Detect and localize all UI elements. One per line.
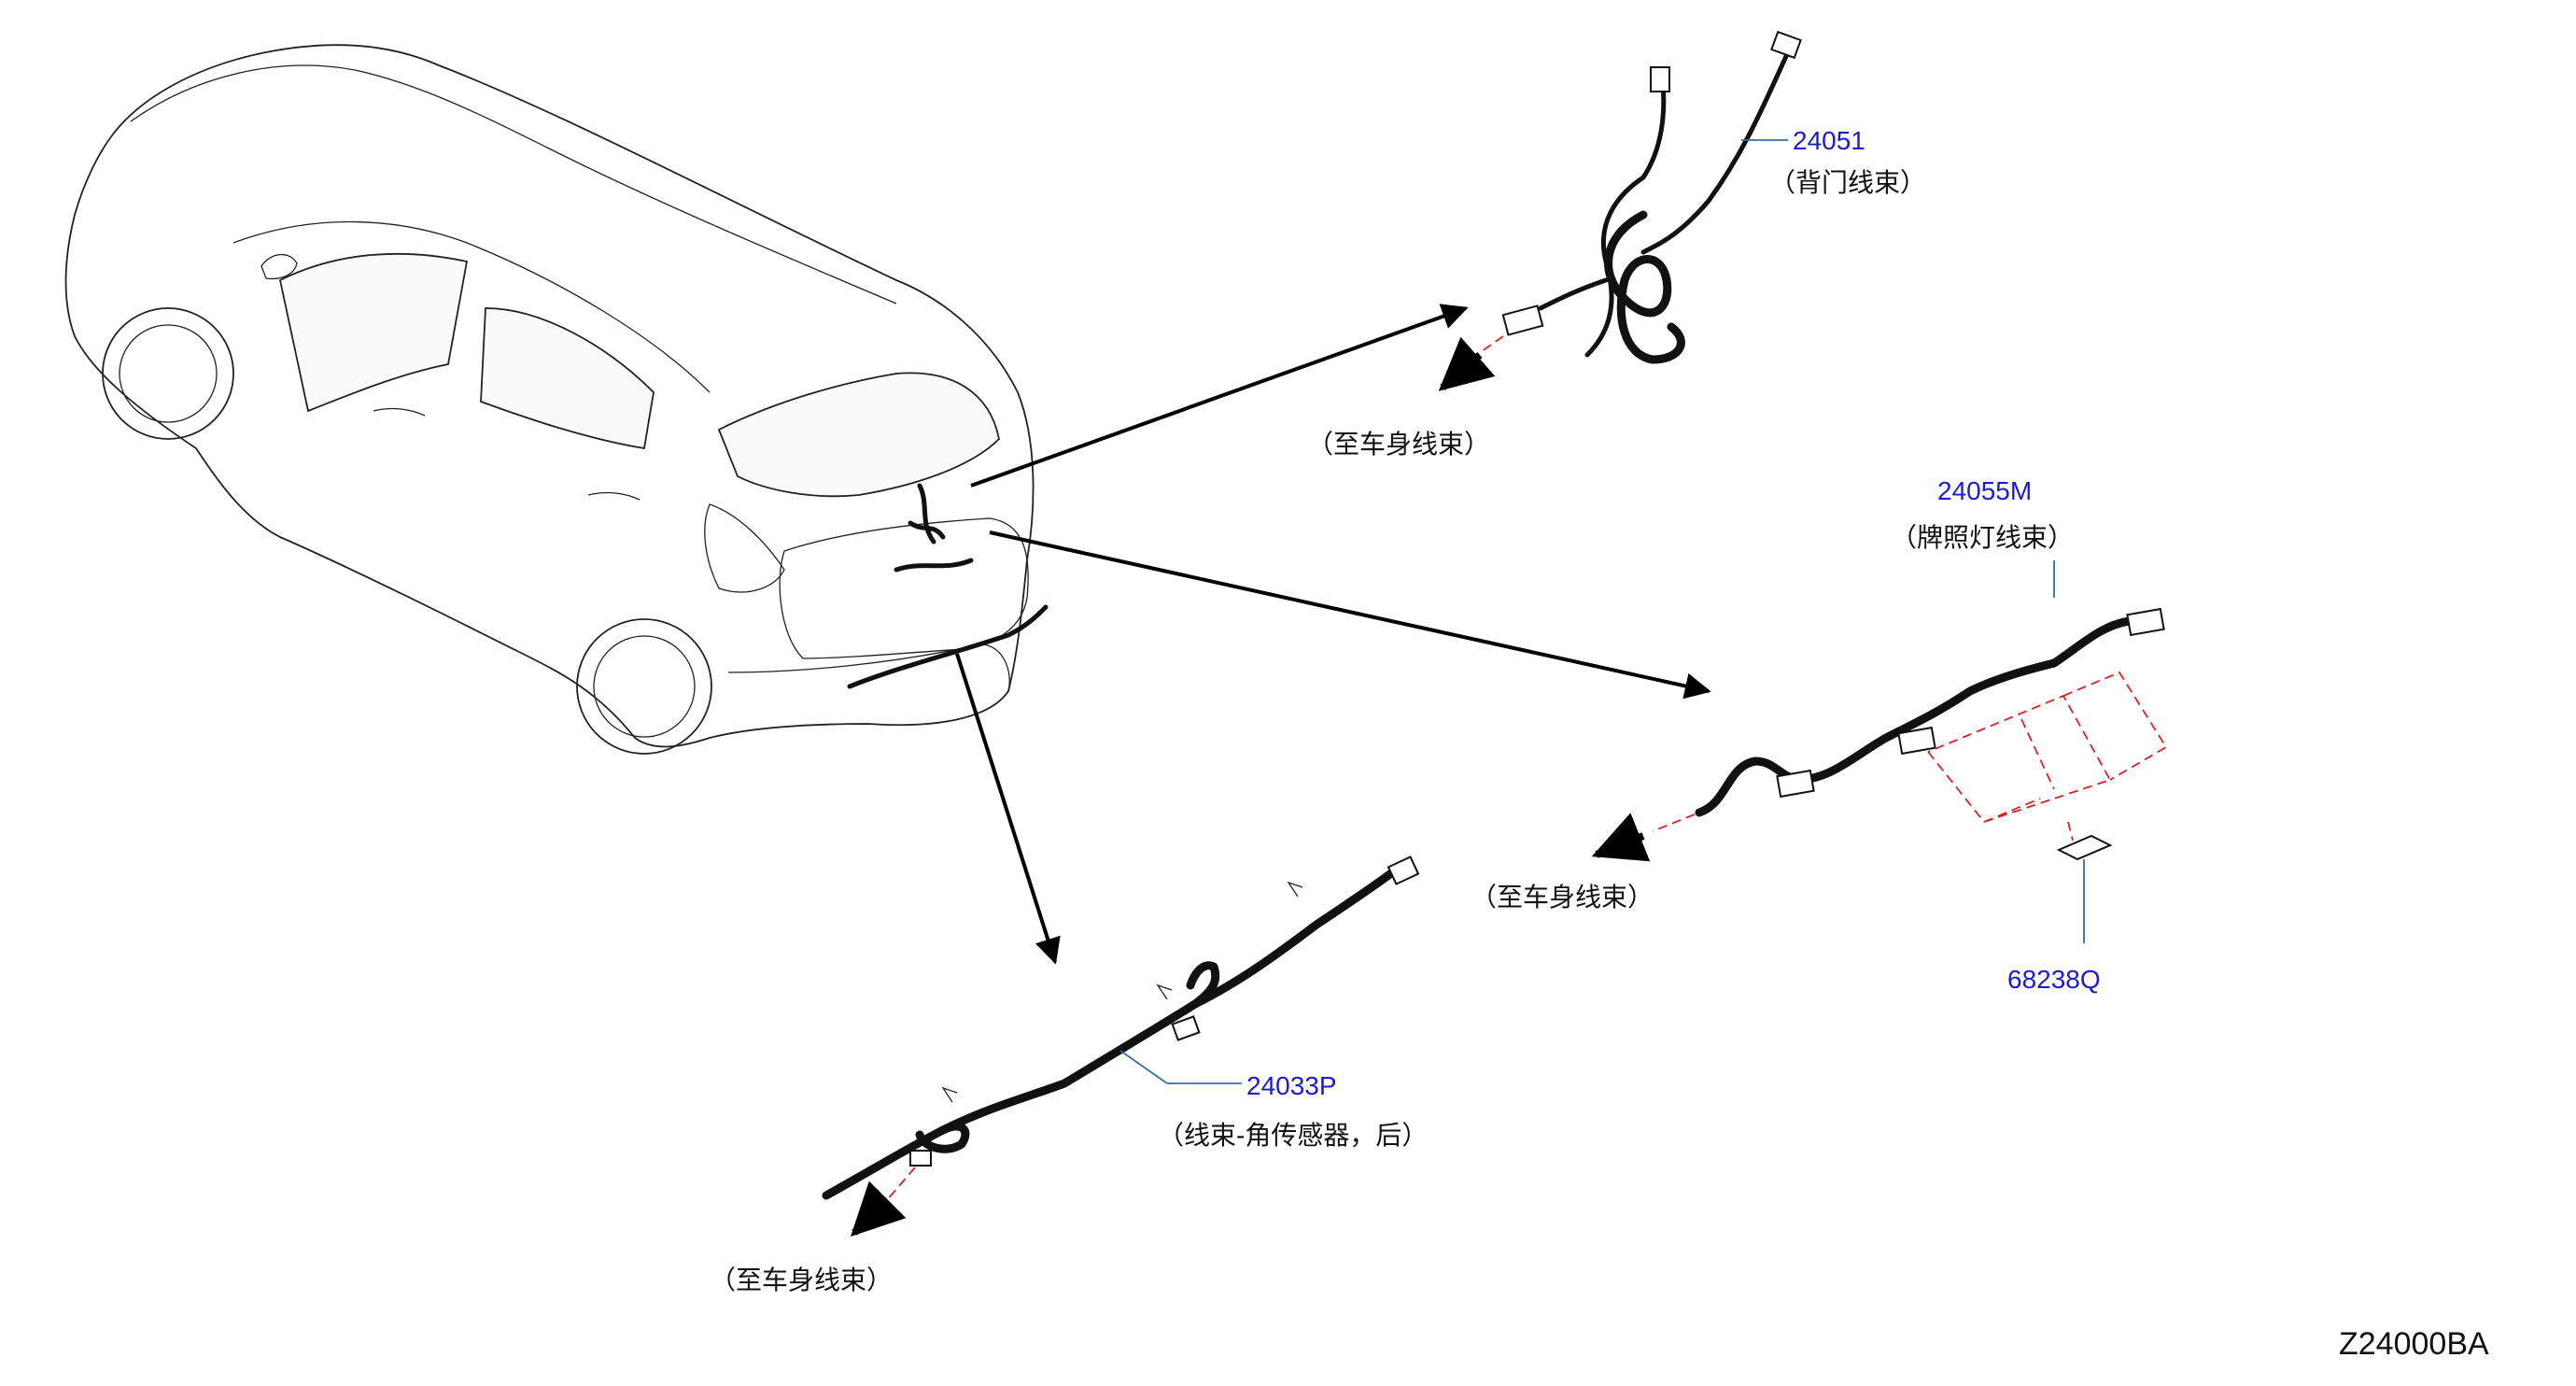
- license-lamp-connector-mid: [1897, 726, 1936, 756]
- car-harness-tailgate: [908, 483, 946, 544]
- license-lamp-harness: [1591, 560, 2168, 943]
- license-lamp-connector-body-side: [1776, 769, 1815, 799]
- car-rear-windshield: [717, 372, 1000, 498]
- car-harness-license-lamp: [894, 558, 974, 573]
- rear-sensor-harness-loop: [915, 1122, 970, 1153]
- grommet-68238Q: [2056, 834, 2113, 861]
- car-front-wheel: [102, 307, 234, 440]
- diagram-code: Z24000BA: [2339, 1326, 2489, 1362]
- car-side-mirror: [260, 253, 298, 280]
- vehicle-illustration: [64, 44, 1049, 755]
- rear-sensor-clip: [1156, 983, 1173, 1000]
- arrow-to-sensor-harness: [955, 653, 1061, 965]
- labels: 24051 （背门线束） （至车身线束） 24055M （牌照灯线束） （至车身…: [710, 126, 2489, 1362]
- tailgate-to-body-arrow: [1438, 336, 1496, 391]
- arrow-to-tailgate-harness: [970, 304, 1469, 488]
- license-lamp-part-name: （牌照灯线束）: [1891, 523, 2074, 552]
- tailgate-part-number: 24051: [1793, 126, 1865, 155]
- tailgate-connector-upper: [1650, 66, 1670, 92]
- rear-sensor-clip: [941, 1086, 958, 1103]
- rear-sensor-connector-body-side: [909, 1150, 932, 1167]
- pointer-arrows: [955, 304, 1711, 965]
- tailgate-to-body-label: （至车身线束）: [1307, 430, 1490, 459]
- grommet-part-number: 68238Q: [2007, 965, 2101, 994]
- rear-sensor-clip: [1287, 881, 1303, 898]
- sensor-part-name: （线束-角传感器，后）: [1158, 1121, 1428, 1150]
- car-rear-wheel: [576, 618, 712, 755]
- arrow-to-license-lamp-harness: [989, 530, 1711, 700]
- car-roof-line: [130, 64, 897, 304]
- car-tailgate-panel: [779, 517, 1029, 659]
- rear-sensor-harness-branch: [1186, 961, 1220, 1009]
- tailgate-connector-top: [1770, 30, 1802, 60]
- car-front-side-window: [278, 252, 469, 413]
- car-door-handle: [587, 491, 640, 501]
- sensor-leader-line: [1119, 1050, 1168, 1084]
- license-to-body-label: （至车身线束）: [1471, 883, 1654, 912]
- car-tail-lamp: [704, 503, 785, 593]
- car-rear-side-window: [480, 307, 655, 450]
- car-rear-bumper: [727, 644, 1010, 692]
- license-lamp-phantom-box: [1927, 671, 2168, 824]
- license-lamp-connector-end: [2126, 607, 2165, 637]
- tailgate-harness: [1438, 30, 1802, 391]
- sensor-part-number: 24033P: [1246, 1071, 1337, 1100]
- rear-sensor-harness: [822, 856, 1420, 1237]
- sensor-to-body-label: （至车身线束）: [710, 1266, 893, 1294]
- car-harness-bumper: [847, 604, 1049, 689]
- tailgate-part-name: （背门线束）: [1769, 168, 1926, 197]
- tailgate-harness-loop: [1604, 210, 1685, 364]
- tailgate-connector-body-side: [1501, 304, 1544, 336]
- sensor-to-body-arrow: [851, 1181, 907, 1237]
- car-door-handle: [373, 407, 426, 417]
- license-to-body-arrow: [1591, 813, 1651, 862]
- license-lamp-part-number: 24055M: [1937, 476, 2032, 505]
- rear-sensor-connector-mid: [1171, 1015, 1201, 1041]
- rear-sensor-connector-end: [1387, 856, 1420, 885]
